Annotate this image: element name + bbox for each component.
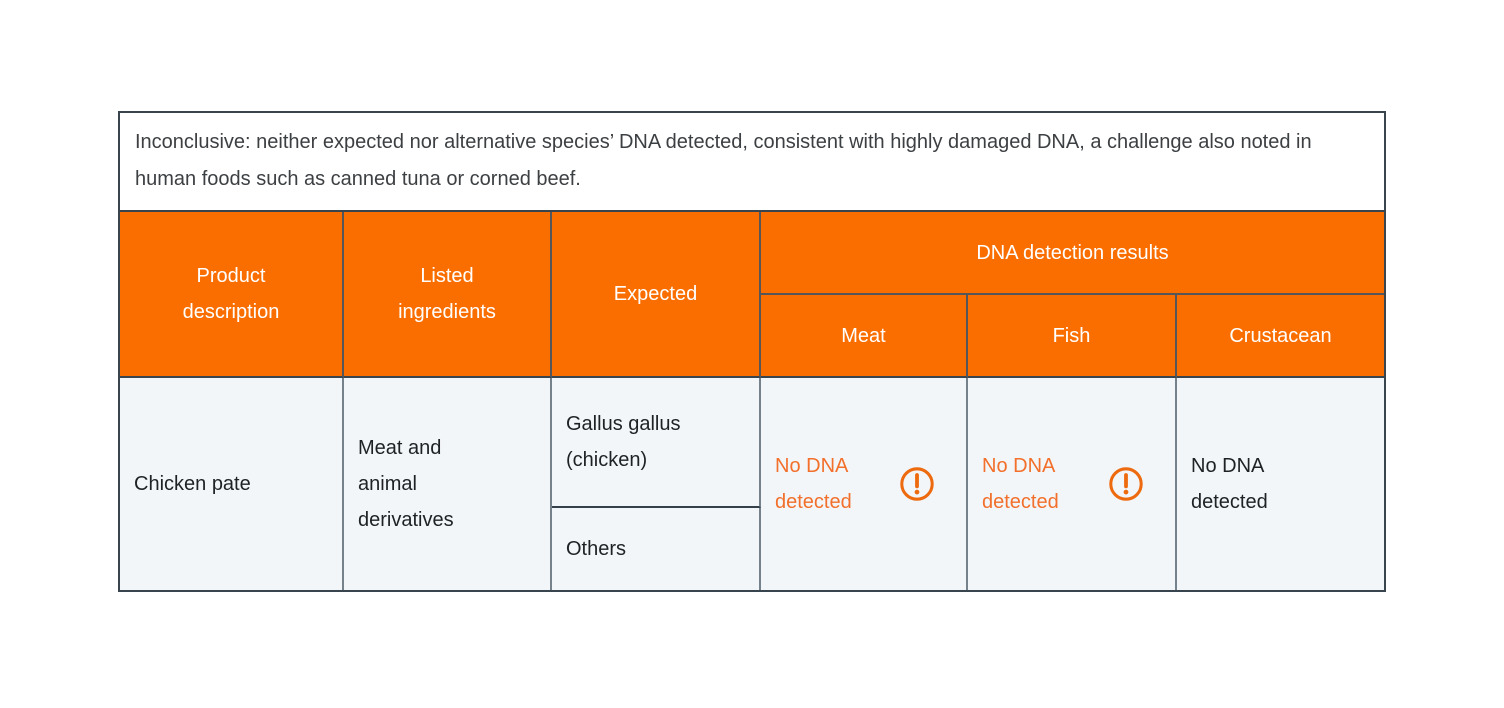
inconclusive-note: Inconclusive: neither expected nor alter… bbox=[120, 113, 1384, 212]
inconclusive-note-text: Inconclusive: neither expected nor alter… bbox=[135, 131, 1312, 190]
exclamation-circle-icon bbox=[900, 467, 934, 501]
cell-product-description: Chicken pate bbox=[120, 378, 344, 590]
exclamation-circle-icon bbox=[1109, 467, 1143, 501]
cell-result-meat: No DNA detected bbox=[761, 378, 968, 590]
header-product-description-label: Product description bbox=[182, 265, 280, 323]
header-dna-detection-results: DNA detection results bbox=[761, 212, 1384, 295]
header-meat-label: Meat bbox=[841, 324, 886, 347]
header-crustacean-label: Crustacean bbox=[1229, 324, 1332, 347]
header-fish: Fish bbox=[968, 295, 1177, 378]
result-meat-value: No DNA detected bbox=[775, 455, 852, 513]
expected-others-value: Others bbox=[566, 538, 627, 560]
header-crustacean: Crustacean bbox=[1177, 295, 1384, 378]
listed-ingredients-value: Meat and animal derivatives bbox=[358, 437, 454, 531]
result-fish-value: No DNA detected bbox=[982, 455, 1059, 513]
header-fish-label: Fish bbox=[1052, 324, 1091, 347]
expected-species-value: Gallus gallus (chicken) bbox=[566, 413, 681, 471]
product-description-value: Chicken pate bbox=[134, 473, 251, 495]
header-listed-ingredients-label: Listed ingredients bbox=[398, 265, 496, 323]
cell-expected-species: Gallus gallus (chicken) bbox=[552, 378, 761, 508]
cell-listed-ingredients: Meat and animal derivatives bbox=[344, 378, 552, 590]
header-listed-ingredients: Listed ingredients bbox=[344, 212, 552, 378]
header-meat: Meat bbox=[761, 295, 968, 378]
cell-result-crustacean: No DNA detected bbox=[1177, 378, 1384, 590]
header-product-description: Product description bbox=[120, 212, 344, 378]
header-expected-label: Expected bbox=[613, 283, 698, 305]
header-dna-detection-results-label: DNA detection results bbox=[976, 241, 1169, 264]
cell-expected-others: Others bbox=[552, 508, 761, 590]
cell-result-fish: No DNA detected bbox=[968, 378, 1177, 590]
dna-results-table: Inconclusive: neither expected nor alter… bbox=[118, 111, 1386, 592]
result-crustacean-value: No DNA detected bbox=[1191, 455, 1268, 513]
results-grid: Product description Listed ingredients E… bbox=[120, 212, 1384, 590]
header-expected: Expected bbox=[552, 212, 761, 378]
